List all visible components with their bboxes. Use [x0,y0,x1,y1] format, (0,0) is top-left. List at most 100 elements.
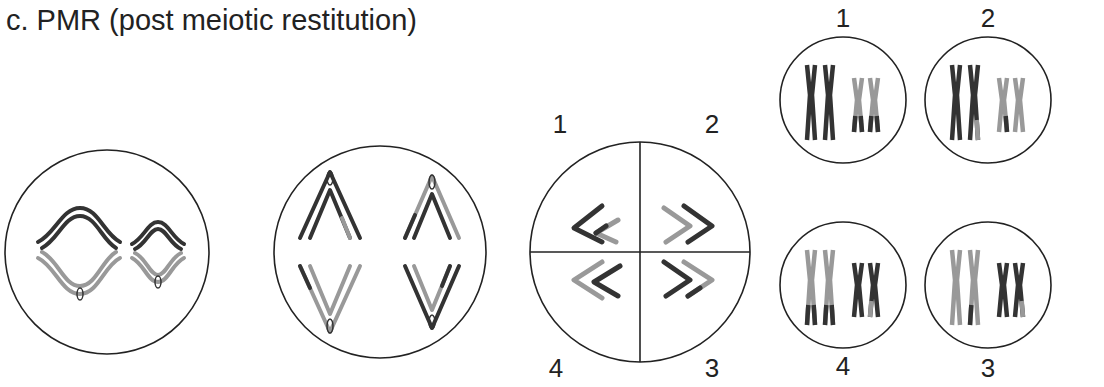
chromosome [832,305,833,325]
chromosome [1004,263,1007,317]
chromosome [875,78,878,132]
bivalent [135,229,181,249]
chromosome [1015,263,1018,317]
chromosome [999,263,1007,317]
anaphase-chromosome [414,194,450,238]
chromosome [970,250,973,325]
chromosome [975,65,978,140]
chromosome [957,65,960,140]
chromosome [970,65,973,140]
cell-outline [530,251,750,253]
chromosome [952,250,960,325]
quadrant-number: 2 [705,111,719,137]
chromosome [1015,78,1018,132]
bivalent [135,253,181,275]
chromosome [812,65,815,140]
anaphase-chromosome [310,266,350,314]
chromosome [859,78,862,132]
anaphase-chromosome [310,190,350,238]
anaphase-chromosome [342,218,350,238]
chromosome [1020,263,1023,317]
chromosome [952,250,955,325]
cell-outline [5,150,209,354]
chromosome [859,263,862,317]
bivalent [132,258,184,282]
chromosome [807,65,810,140]
chromatid-chevron [664,208,690,242]
chromosome [807,65,1023,325]
cell-outline [925,37,1051,163]
chromosome [812,250,815,325]
anaphase-chromosome [327,171,333,185]
chromosome [952,65,960,140]
cell-number: 3 [981,355,995,381]
chromosome [970,305,971,325]
anaphase-chromosome [405,176,459,238]
bivalent [42,252,116,286]
chromosome [854,116,855,132]
chromatid-chevron [688,288,700,296]
cell-outline [530,142,750,362]
chromosome [870,263,878,317]
anaphase-chromosome [414,266,450,310]
cell-outline [780,37,906,163]
anaphase-chromosome [429,175,435,189]
bivalent [77,288,83,300]
chromosome [854,78,857,132]
quadrant-number: 1 [553,111,567,137]
cell-number: 2 [981,5,995,31]
chromosome [854,78,862,132]
chromosome [825,65,833,140]
chromosome [854,263,857,317]
chromosome [952,65,955,140]
chromosome [830,65,833,140]
chromosome [1022,301,1023,317]
chromosome [999,78,1002,132]
anaphase-chromosome [300,266,310,288]
cell-outline [925,222,1051,348]
anaphase-chromosome [300,171,459,333]
cell-outline [5,37,1051,362]
chromosome [957,250,960,325]
chromosome [870,78,873,132]
chromosome [870,78,878,132]
quadrant-number: 4 [549,355,563,381]
anaphase-chromosome [429,315,435,329]
chromosome [830,250,833,325]
chromatid-chevron [664,262,690,296]
chromosome [825,65,828,140]
chromosome [1004,78,1007,132]
chromosome [970,250,978,325]
bivalent [38,208,184,300]
chromosome [1015,263,1023,317]
anaphase-chromosome [405,215,415,238]
chromosome [814,305,815,325]
anaphase-chromosome [405,266,459,328]
chromosome [1006,116,1007,132]
cell-outline [780,222,906,348]
chromosome [975,250,978,325]
chromosome [870,263,873,317]
cell-outline [274,146,486,358]
bivalent [155,276,161,288]
bivalent [132,222,184,244]
chromatid-chevron [596,220,618,242]
chromosome [877,116,878,132]
bivalent [42,216,116,248]
chromosome [861,116,862,132]
cell-number: 4 [836,353,850,379]
chromosome [870,116,871,132]
anaphase-chromosome [327,319,333,333]
anaphase-chromosome [300,266,360,332]
anaphase-chromosome [442,266,450,286]
cell-number: 1 [836,5,850,31]
chromatid-chevron [596,226,606,233]
chromosome [1015,78,1023,132]
chromatid-chevron [594,266,620,296]
chromosome [825,250,833,325]
chromosome [999,263,1002,317]
chromatid-chevron [684,206,712,242]
chromosome [825,250,828,325]
